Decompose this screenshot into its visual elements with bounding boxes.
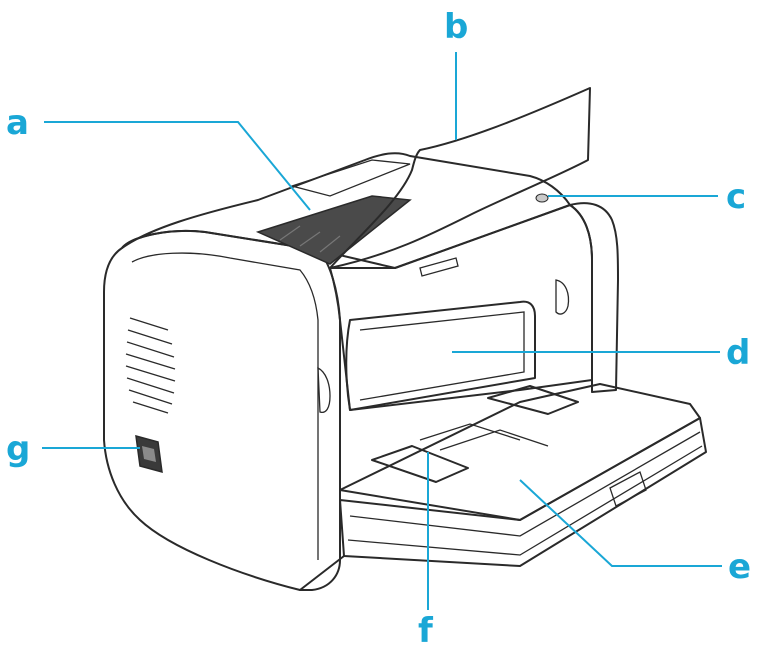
side-vent [125, 317, 176, 414]
paper-guide-left[interactable] [371, 445, 469, 483]
callout-a: a [6, 103, 29, 143]
power-switch[interactable] [135, 434, 163, 474]
leader-a [44, 121, 311, 211]
front-cover[interactable] [345, 300, 536, 411]
paper-exit-slot [255, 195, 412, 265]
paper-guide-top[interactable] [487, 385, 579, 415]
callout-c: c [726, 177, 746, 217]
callout-leaders [42, 52, 722, 610]
indicator-light [535, 193, 549, 203]
top-cover [121, 152, 571, 269]
right-side-panel [569, 202, 619, 393]
callout-b: b [444, 7, 468, 47]
left-side-panel [103, 229, 341, 591]
leader-e [519, 479, 722, 567]
output-tray-surface [289, 159, 411, 197]
printer-illustration [103, 87, 707, 591]
callout-labels: a b c d e f g [6, 7, 751, 648]
callout-g: g [6, 429, 30, 469]
callout-d: d [726, 333, 750, 373]
paper-sheet [329, 87, 591, 269]
callout-f: f [418, 611, 434, 648]
callout-e: e [728, 547, 751, 587]
